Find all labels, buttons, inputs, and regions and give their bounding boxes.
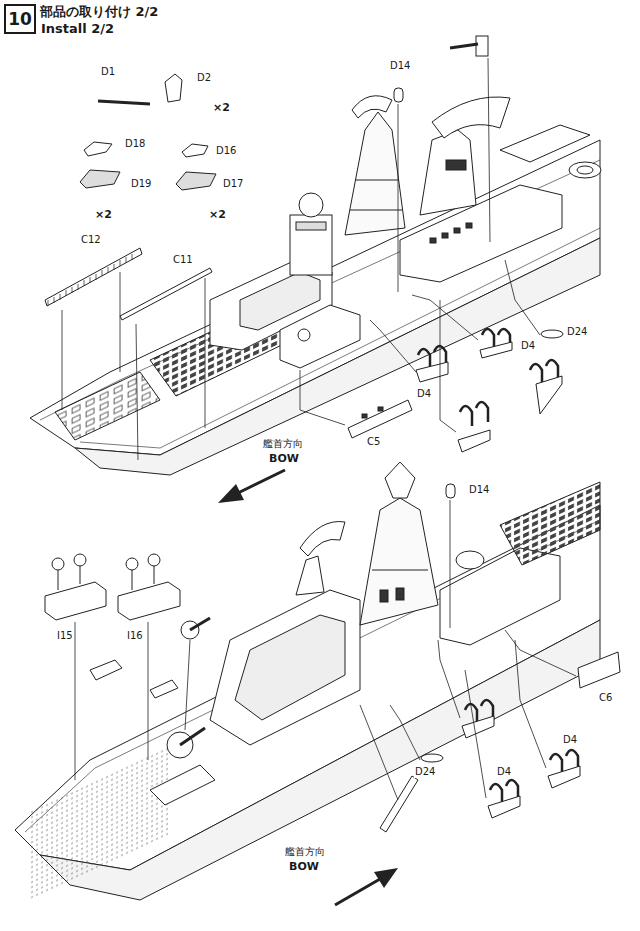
step-number-box: 10	[4, 4, 36, 34]
lower-leader-lines	[75, 500, 576, 800]
part-number: C11	[172, 254, 194, 266]
bow-arrow	[335, 868, 398, 905]
part-number: C12	[80, 234, 102, 246]
step-title: 部品の取り付け 2/2	[40, 4, 158, 20]
upper-leader-lines	[62, 58, 540, 460]
part-number: C5	[366, 436, 381, 448]
part-number: I15	[56, 630, 74, 642]
upper-ship	[30, 96, 601, 475]
part-number: D14	[389, 60, 411, 72]
part-number: D14	[468, 484, 490, 496]
step-number: 10	[8, 9, 32, 29]
part-number: D24	[566, 326, 588, 338]
lower-parts	[45, 484, 620, 832]
part-number: C6	[598, 692, 613, 704]
lower-ship	[15, 462, 600, 901]
part-number: D4	[416, 388, 432, 400]
part-number: D4	[520, 340, 536, 352]
direction-label: 艦首方向	[284, 846, 326, 858]
part-number: D4	[496, 766, 512, 778]
part-number: D24	[414, 766, 436, 778]
part-number: D2	[196, 72, 212, 84]
direction-label: BOW	[268, 453, 300, 465]
quantity-mark: ×2	[208, 209, 227, 221]
bow-arrow	[218, 470, 285, 503]
direction-label: BOW	[288, 861, 320, 873]
part-number: D18	[124, 138, 146, 150]
part-number: D19	[130, 178, 152, 190]
direction-label: 艦首方向	[262, 438, 304, 450]
part-number: D1	[100, 66, 116, 78]
part-number: D16	[215, 145, 237, 157]
quantity-mark: ×2	[94, 209, 113, 221]
quantity-mark: ×2	[212, 102, 231, 114]
part-number: D17	[222, 178, 244, 190]
part-number: I16	[126, 630, 144, 642]
subtitle: Install 2/2	[40, 21, 115, 36]
upper-parts	[45, 36, 563, 452]
part-number: D4	[562, 734, 578, 746]
